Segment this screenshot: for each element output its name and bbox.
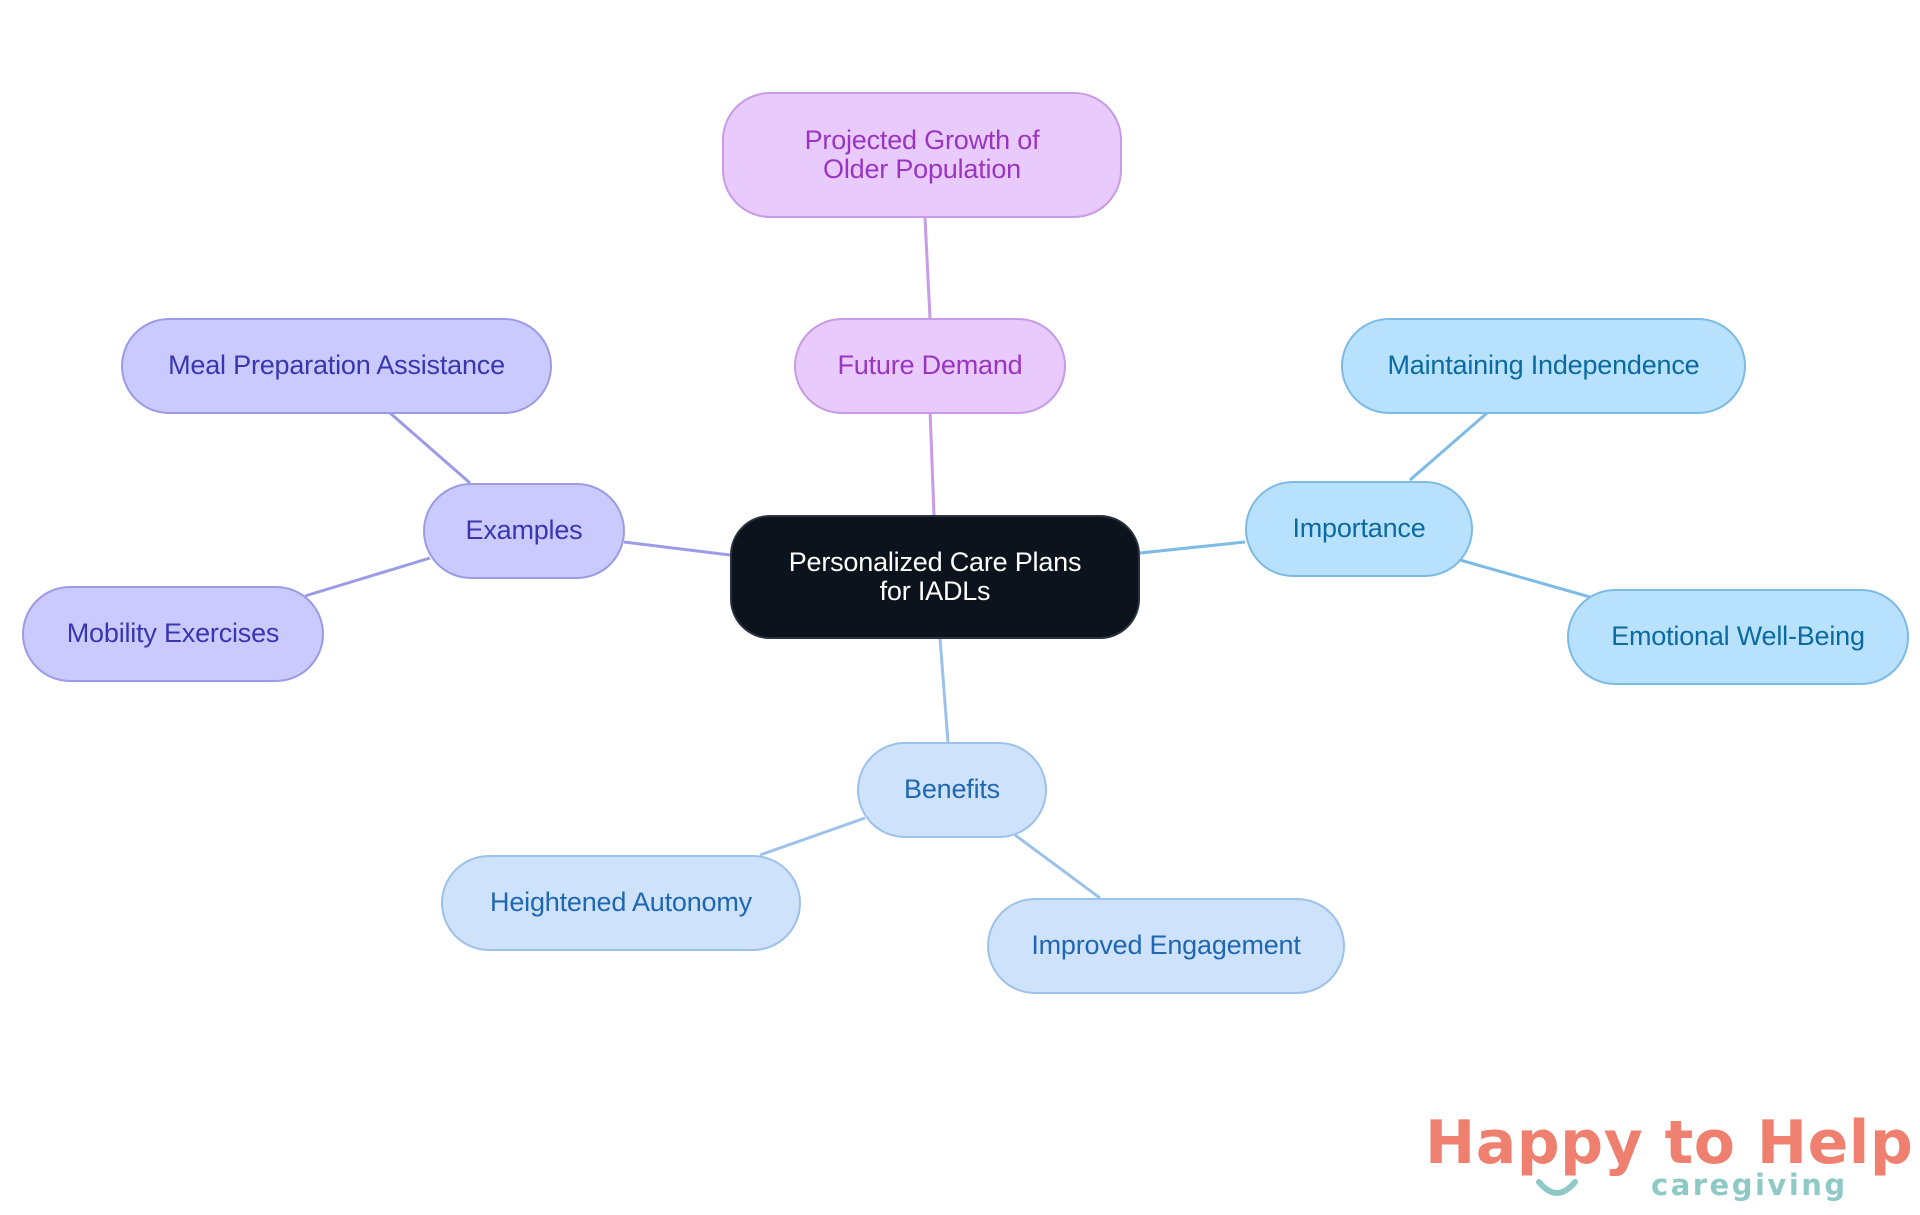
- central-node: Personalized Care Plans for IADLs: [730, 515, 1140, 639]
- edge-central-future: [928, 409, 936, 516]
- logo-tagline: caregiving: [1651, 1168, 1848, 1202]
- edge-importance-maintaining: [1409, 411, 1488, 482]
- branch-node-importance: Importance: [1245, 481, 1473, 577]
- branch-node-future-demand: Future Demand: [794, 318, 1066, 414]
- branch-node-examples: Examples: [423, 483, 625, 579]
- edge-benefits-improved: [1014, 833, 1101, 900]
- edge-central-benefits: [938, 637, 950, 743]
- branch-node-benefits: Benefits: [857, 742, 1047, 838]
- leaf-node-improved-engagement: Improved Engagement: [987, 898, 1345, 994]
- edge-benefits-heightened: [759, 816, 866, 857]
- leaf-node-maintaining-independence: Maintaining Independence: [1341, 318, 1746, 414]
- edge-future-projected: [923, 217, 932, 319]
- edge-importance-emotional: [1459, 558, 1591, 599]
- logo-wordmark: Happy to Help: [1425, 1108, 1914, 1178]
- leaf-node-mobility-exercises: Mobility Exercises: [22, 586, 324, 682]
- edge-examples-mobility: [304, 556, 431, 598]
- edge-central-importance: [1139, 540, 1246, 555]
- leaf-node-meal-preparation: Meal Preparation Assistance: [121, 318, 552, 414]
- edge-examples-meal: [389, 411, 471, 485]
- edge-central-examples: [623, 540, 731, 557]
- leaf-node-heightened-autonomy: Heightened Autonomy: [441, 855, 801, 951]
- leaf-node-projected-growth: Projected Growth of Older Population: [722, 92, 1122, 218]
- smile-icon: [1536, 1179, 1578, 1196]
- brand-logo: Happy to Help caregiving: [1425, 1108, 1913, 1203]
- leaf-node-emotional-well-being: Emotional Well-Being: [1567, 589, 1909, 685]
